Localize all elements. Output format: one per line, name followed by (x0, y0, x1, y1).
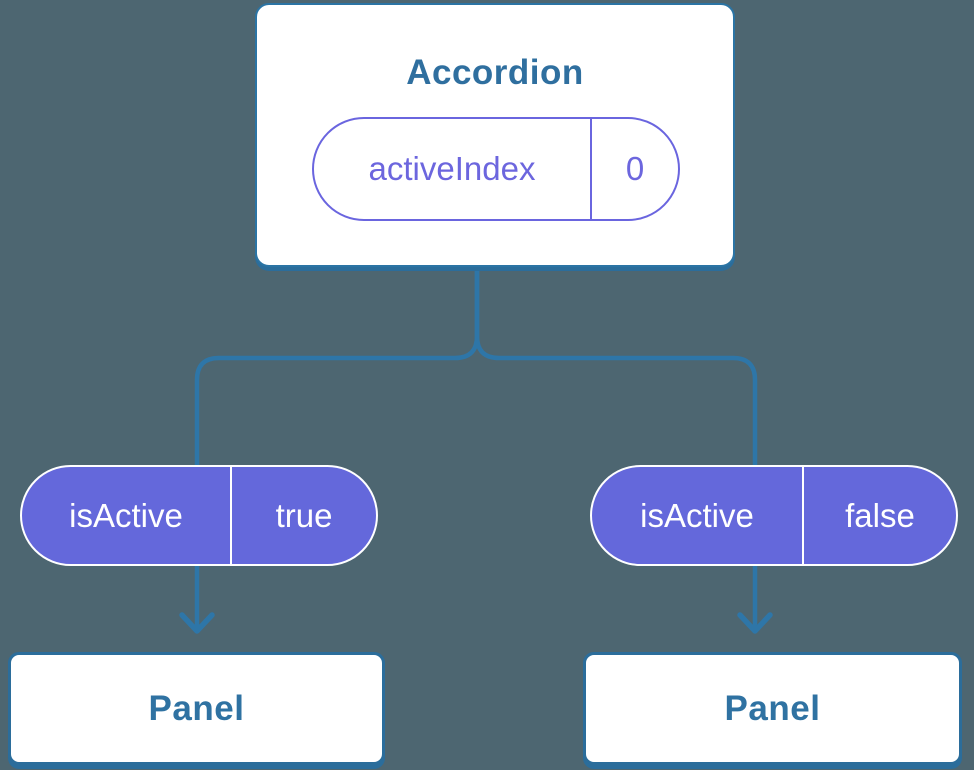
panel-node-right: Panel (583, 652, 962, 765)
accordion-node-title: Accordion (406, 53, 584, 92)
branch-line-right (474, 266, 758, 629)
prop-pill-isactive-false: isActive false (590, 465, 958, 566)
state-pill-activeindex: activeIndex 0 (312, 117, 680, 221)
prop-pill-value: false (845, 496, 915, 534)
panel-node-label: Panel (724, 688, 821, 728)
state-pill-value: 0 (625, 150, 645, 187)
arrow-down-icon (179, 612, 215, 634)
prop-pill-name: isActive (22, 467, 232, 564)
panel-node-label: Panel (148, 688, 245, 728)
state-pill-name: activeIndex (314, 119, 592, 219)
prop-pill-value: true (275, 496, 333, 534)
accordion-node: Accordion activeIndex 0 (255, 3, 735, 267)
panel-node-left: Panel (8, 652, 385, 765)
prop-pill-name: isActive (592, 467, 804, 564)
prop-pill-isactive-true: isActive true (20, 465, 378, 566)
branch-line-left (194, 266, 480, 629)
arrow-down-icon (737, 612, 773, 634)
